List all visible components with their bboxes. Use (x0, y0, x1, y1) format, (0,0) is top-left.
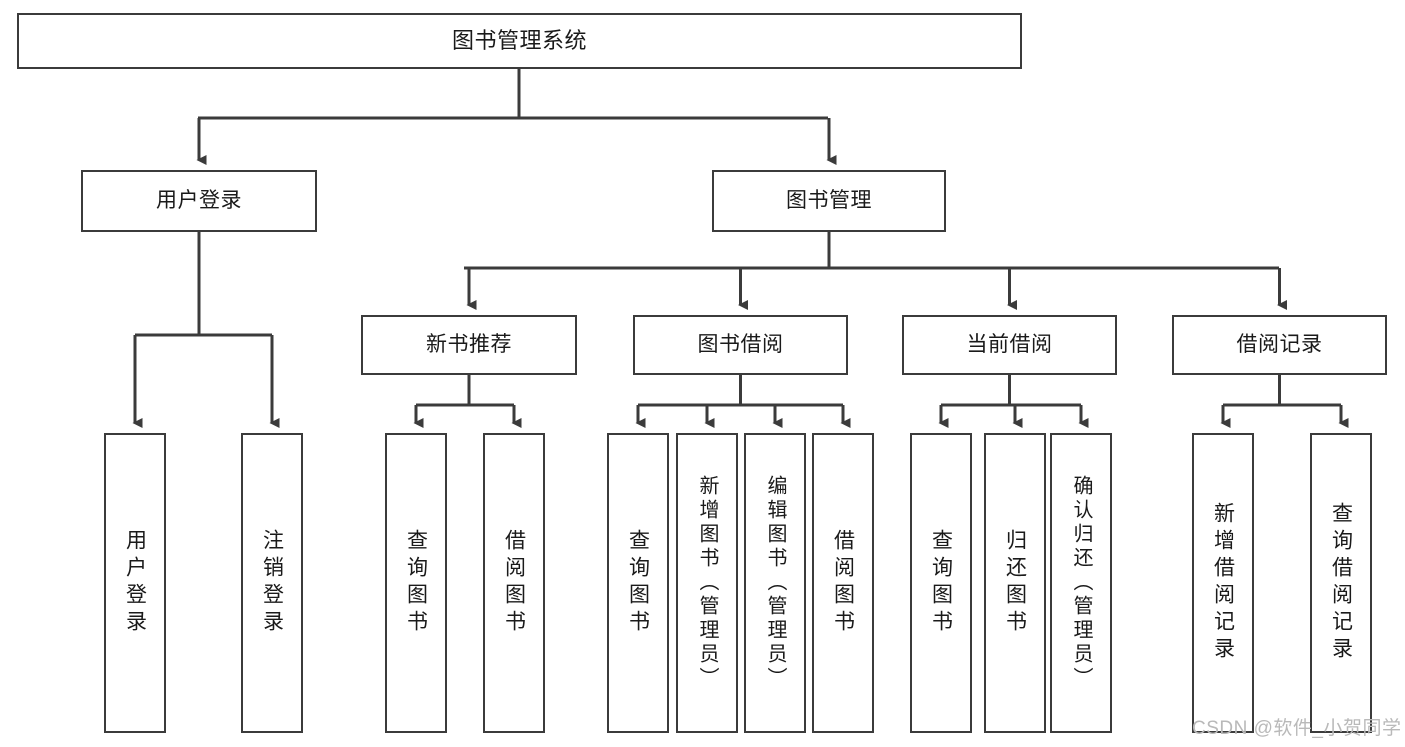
node-user-login[interactable]: 用户登录 (81, 170, 317, 232)
node-label: 图书管理 (786, 189, 872, 213)
node-label: 归还图书 (1003, 529, 1027, 637)
leaf-query-book-1[interactable]: 查询图书 (385, 433, 447, 733)
node-label: 用户登录 (156, 189, 242, 213)
csdn-watermark: CSDN @软件_小贺同学 (1192, 718, 1402, 739)
node-label: 图书管理系统 (451, 27, 587, 53)
leaf-logout-leaf[interactable]: 注销登录 (241, 433, 303, 733)
node-label: 借阅图书 (831, 529, 855, 637)
leaf-query-book-2[interactable]: 查询图书 (607, 433, 669, 733)
node-label: 当前借阅 (966, 333, 1053, 357)
leaf-edit-book-admin[interactable]: 编辑图书（管理员） (744, 433, 806, 733)
leaf-user-login-leaf[interactable]: 用户登录 (104, 433, 166, 733)
leaf-borrow-book-2[interactable]: 借阅图书 (812, 433, 874, 733)
node-borrow-record[interactable]: 借阅记录 (1172, 315, 1387, 375)
node-label: 确认归还（管理员） (1070, 475, 1092, 691)
node-label: 查询图书 (626, 529, 650, 637)
node-root[interactable]: 图书管理系统 (17, 13, 1022, 69)
node-book-manage[interactable]: 图书管理 (712, 170, 946, 232)
node-label: 查询借阅记录 (1329, 502, 1353, 664)
node-label: 新增借阅记录 (1211, 502, 1235, 664)
node-label: 查询图书 (929, 529, 953, 637)
node-label: 注销登录 (260, 529, 284, 637)
node-label: 借阅图书 (502, 529, 526, 637)
node-label: 新增图书（管理员） (696, 475, 718, 691)
leaf-borrow-book-1[interactable]: 借阅图书 (483, 433, 545, 733)
leaf-query-book-3[interactable]: 查询图书 (910, 433, 972, 733)
leaf-return-book[interactable]: 归还图书 (984, 433, 1046, 733)
node-new-book-recommend[interactable]: 新书推荐 (361, 315, 577, 375)
leaf-query-borrow-record[interactable]: 查询借阅记录 (1310, 433, 1372, 733)
node-label: 图书借阅 (697, 333, 784, 357)
node-label: 借阅记录 (1236, 333, 1323, 357)
leaf-add-book-admin[interactable]: 新增图书（管理员） (676, 433, 738, 733)
node-label: 查询图书 (404, 529, 428, 637)
leaf-confirm-return-admin[interactable]: 确认归还（管理员） (1050, 433, 1112, 733)
node-current-borrow[interactable]: 当前借阅 (902, 315, 1117, 375)
node-label: 新书推荐 (426, 333, 512, 357)
node-book-borrow[interactable]: 图书借阅 (633, 315, 848, 375)
leaf-add-borrow-record[interactable]: 新增借阅记录 (1192, 433, 1254, 733)
node-label: 编辑图书（管理员） (764, 475, 786, 691)
node-label: 用户登录 (123, 529, 147, 637)
